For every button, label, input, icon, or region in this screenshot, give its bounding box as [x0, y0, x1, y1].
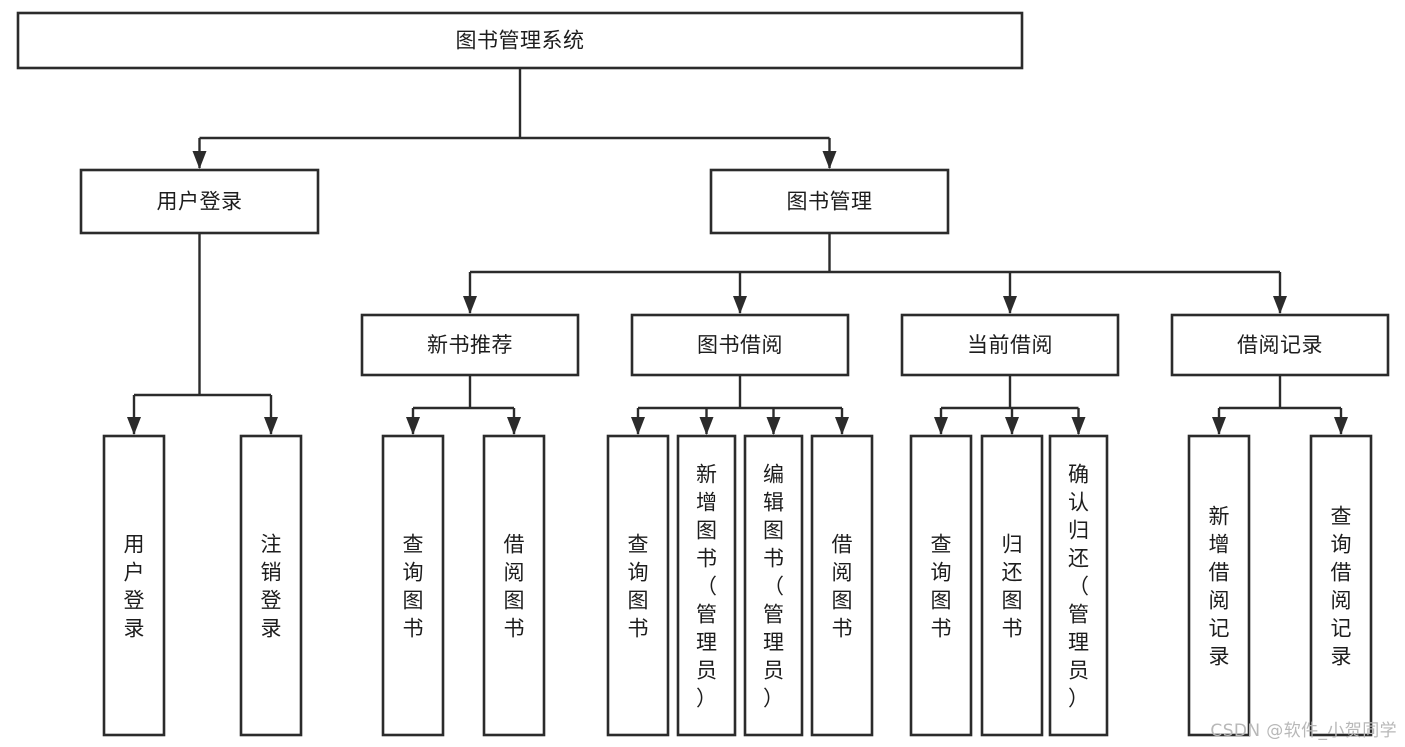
arrow-head-icon: [192, 151, 207, 169]
arrow-head-icon: [1273, 296, 1287, 314]
leaf-node-label: 新增图书（管理员）: [696, 462, 717, 710]
level3-node-4[interactable]: 借阅记录: [1170, 313, 1390, 377]
level3-node-rect[interactable]: [360, 313, 580, 377]
arrow-head-icon: [264, 417, 278, 435]
leaf-node-10[interactable]: 归还图书: [980, 434, 1044, 737]
leaf-node-label: 新增借阅记录: [1209, 504, 1230, 668]
arrow-head-icon: [463, 296, 477, 314]
level3-node-2[interactable]: 图书借阅: [630, 313, 850, 377]
leaf-node-11[interactable]: 确认归还（管理员）: [1048, 434, 1109, 737]
leaf-node-label: 编辑图书（管理员）: [763, 462, 784, 710]
node-layer: 图书管理系统用户登录图书管理新书推荐图书借阅当前借阅借阅记录用户登录注销登录查询…: [16, 11, 1390, 737]
root-node-rect[interactable]: [16, 11, 1024, 70]
leaf-node-8[interactable]: 借阅图书: [810, 434, 874, 737]
level3-node-3[interactable]: 当前借阅: [900, 313, 1120, 377]
leaf-node-label: 借阅图书: [832, 532, 853, 640]
level3-node-rect[interactable]: [630, 313, 850, 377]
root-node-label: 图书管理系统: [456, 29, 585, 53]
leaf-node-6[interactable]: 新增图书（管理员）: [676, 434, 737, 737]
arrow-head-icon: [1005, 417, 1019, 435]
leaf-node-label: 用户登录: [124, 532, 145, 640]
level3-node-label: 当前借阅: [967, 333, 1053, 357]
leaf-node-rect[interactable]: [1048, 434, 1109, 737]
level3-node-rect[interactable]: [900, 313, 1120, 377]
leaf-node-label: 查询图书: [403, 532, 424, 640]
leaf-node-1[interactable]: 用户登录: [102, 434, 166, 737]
leaf-node-7[interactable]: 编辑图书（管理员）: [743, 434, 804, 737]
leaf-node-13[interactable]: 查询借阅记录: [1309, 434, 1373, 737]
arrow-head-icon: [1003, 296, 1017, 314]
leaf-node-label: 查询图书: [628, 532, 649, 640]
leaf-node-label: 查询图书: [931, 532, 952, 640]
level2-node-rect[interactable]: [709, 168, 950, 235]
arrow-head-icon: [1071, 417, 1086, 435]
level3-node-1[interactable]: 新书推荐: [360, 313, 580, 377]
leaf-node-rect[interactable]: [980, 434, 1044, 737]
level2-node-label: 图书管理: [787, 190, 873, 214]
level2-node-rect[interactable]: [79, 168, 320, 235]
connector-layer: [127, 68, 1348, 435]
arrow-head-icon: [406, 417, 420, 435]
leaf-node-rect[interactable]: [239, 434, 303, 737]
arrow-head-icon: [631, 417, 645, 435]
arrow-head-icon: [733, 296, 747, 314]
leaf-node-3[interactable]: 查询图书: [381, 434, 445, 737]
arrow-head-icon: [507, 417, 521, 435]
leaf-node-rect[interactable]: [102, 434, 166, 737]
leaf-node-rect[interactable]: [909, 434, 973, 737]
leaf-node-12[interactable]: 新增借阅记录: [1187, 434, 1251, 737]
leaf-node-rect[interactable]: [1309, 434, 1373, 737]
leaf-node-rect[interactable]: [676, 434, 737, 737]
root-node-1[interactable]: 图书管理系统: [16, 11, 1024, 70]
level2-node-label: 用户登录: [157, 190, 243, 214]
arrow-head-icon: [822, 151, 837, 169]
leaf-node-label: 查询借阅记录: [1331, 504, 1352, 668]
leaf-node-rect[interactable]: [743, 434, 804, 737]
level3-node-label: 借阅记录: [1237, 333, 1323, 357]
arrow-head-icon: [699, 417, 714, 435]
leaf-node-label: 注销登录: [261, 532, 282, 640]
level3-node-rect[interactable]: [1170, 313, 1390, 377]
leaf-node-rect[interactable]: [810, 434, 874, 737]
arrow-head-icon: [934, 417, 948, 435]
leaf-node-label: 借阅图书: [504, 532, 525, 640]
level2-node-2[interactable]: 图书管理: [709, 168, 950, 235]
leaf-node-label: 归还图书: [1002, 532, 1023, 640]
arrow-head-icon: [766, 417, 781, 435]
leaf-node-9[interactable]: 查询图书: [909, 434, 973, 737]
leaf-node-4[interactable]: 借阅图书: [482, 434, 546, 737]
leaf-node-rect[interactable]: [482, 434, 546, 737]
leaf-node-rect[interactable]: [1187, 434, 1251, 737]
leaf-node-2[interactable]: 注销登录: [239, 434, 303, 737]
leaf-node-5[interactable]: 查询图书: [606, 434, 670, 737]
level2-node-1[interactable]: 用户登录: [79, 168, 320, 235]
leaf-node-rect[interactable]: [606, 434, 670, 737]
arrow-head-icon: [1212, 417, 1226, 435]
arrow-head-icon: [127, 417, 141, 435]
leaf-node-rect[interactable]: [381, 434, 445, 737]
level3-node-label: 新书推荐: [427, 333, 513, 357]
arrow-head-icon: [835, 417, 849, 435]
leaf-node-label: 确认归还（管理员）: [1068, 462, 1089, 710]
level3-node-label: 图书借阅: [697, 333, 783, 357]
arrow-head-icon: [1334, 417, 1348, 435]
